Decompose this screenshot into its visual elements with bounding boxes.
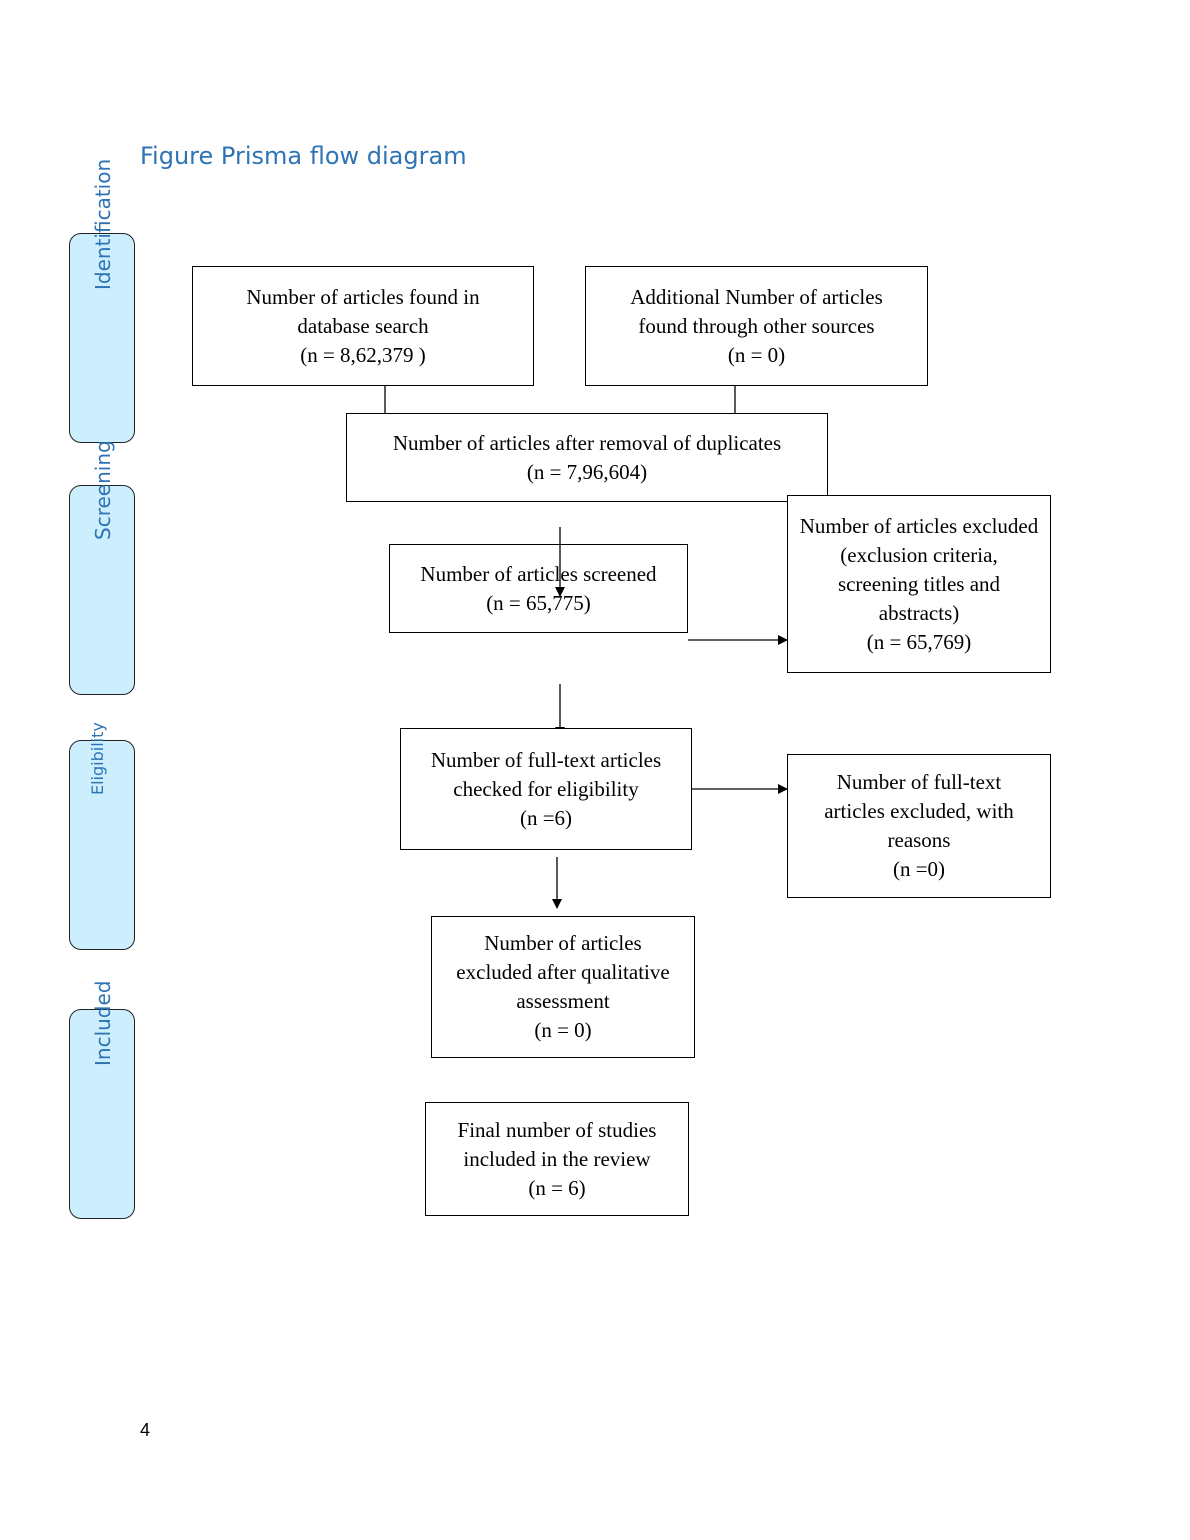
stage-included: Included	[69, 981, 135, 1219]
box-excluded-qualitative: Number of articles excluded after qualit…	[431, 916, 695, 1058]
stage-screening: Screening	[69, 440, 135, 695]
box-excluded-screening: Number of articles excluded (exclusion c…	[787, 495, 1051, 673]
box-screened: Number of articles screened (n = 65,775)	[389, 544, 688, 633]
stage-identification: Identification	[69, 159, 135, 443]
figure-title: Figure Prisma flow diagram	[140, 142, 467, 170]
box-database-search: Number of articles found in database sea…	[192, 266, 534, 386]
box-other-sources: Additional Number of articles found thro…	[585, 266, 928, 386]
box-fulltext-excluded: Number of full-text articles excluded, w…	[787, 754, 1051, 898]
page-number: 4	[140, 1420, 151, 1440]
box-after-duplicates: Number of articles after removal of dupl…	[346, 413, 828, 502]
box-fulltext-eligibility: Number of full-text articles checked for…	[400, 728, 692, 850]
box-final-included: Final number of studies included in the …	[425, 1102, 689, 1216]
stage-eligibility: Eligibility	[69, 722, 135, 950]
